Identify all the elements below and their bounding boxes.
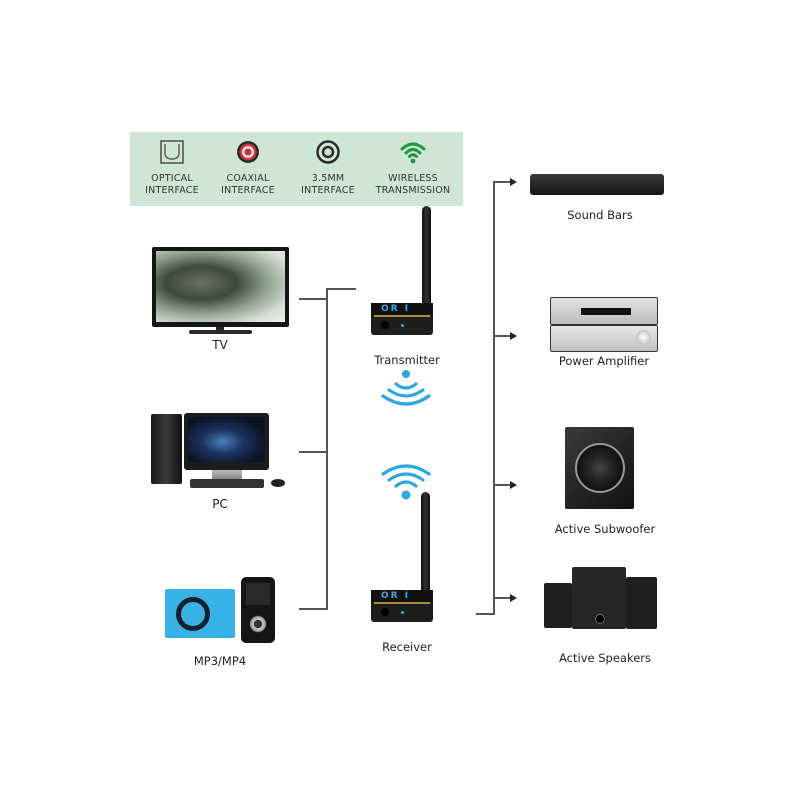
feature-label-line2: INTERFACE (221, 185, 275, 196)
antenna (422, 206, 431, 326)
mouse-image (271, 479, 285, 487)
optical-port-icon (160, 140, 184, 164)
amplifier-top-image (550, 297, 658, 325)
output-label: Sound Bars (567, 208, 633, 222)
connector-pc (299, 451, 326, 453)
speaker-center-image (572, 567, 626, 629)
feature-label-line1: 3.5MM (311, 173, 345, 184)
keyboard-image (190, 479, 264, 488)
device-brand: OR I (381, 304, 411, 314)
mp4-player-image (241, 577, 275, 643)
pc-tower-image (151, 414, 182, 484)
connector-from-receiver (476, 613, 495, 615)
connector-to-transmitter (326, 288, 356, 290)
receiver-box: OR I (371, 590, 433, 622)
coaxial-port-icon (237, 141, 259, 163)
feature-label-line2: TRANSMISSION (375, 185, 451, 196)
source-label: TV (212, 338, 228, 352)
audio-jack-icon (316, 140, 340, 164)
connector-mp3 (299, 608, 328, 610)
transmitter-label: Transmitter (374, 353, 440, 367)
arrow-right-icon (510, 178, 517, 186)
sound-bar-image (530, 174, 664, 195)
feature-label-line2: INTERFACE (301, 185, 355, 196)
feature-label-line1: WIRELESS (388, 173, 438, 184)
receiver-label: Receiver (382, 640, 432, 654)
connector-power-amplifier (493, 335, 511, 337)
device-brand: OR I (381, 591, 411, 601)
feature-label-line2: INTERFACE (145, 185, 199, 196)
antenna (421, 492, 430, 616)
speaker-left-image (544, 583, 572, 628)
output-label: Active Subwoofer (554, 522, 656, 536)
source-label: PC (212, 497, 228, 511)
source-label: MP3/MP4 (193, 654, 247, 668)
speaker-right-image (626, 577, 657, 629)
mp3-player-image (165, 589, 235, 638)
wifi-icon (400, 142, 426, 164)
signal-up-icon (381, 464, 431, 500)
signal-down-icon (381, 370, 431, 406)
arrow-right-icon (510, 332, 517, 340)
connector-active-speakers (493, 597, 511, 599)
output-label: Active Speakers (559, 651, 651, 665)
feature-label-line1: COAXIAL (226, 173, 270, 184)
subwoofer-image (565, 427, 634, 509)
arrow-right-icon (510, 481, 517, 489)
transmitter-box: OR I (371, 303, 433, 335)
connector-output-bus (493, 181, 495, 615)
connector-active-subwoofer (493, 484, 511, 486)
output-label: Power Amplifier (558, 354, 650, 368)
tv-image (152, 247, 289, 327)
feature-label-line1: OPTICAL (151, 173, 193, 184)
connector-tv (299, 298, 326, 300)
connector-source-bus (326, 288, 328, 610)
pc-monitor-image (184, 413, 269, 470)
connector-sound-bars (493, 181, 511, 183)
arrow-right-icon (510, 594, 517, 602)
amplifier-bottom-image (550, 325, 658, 352)
